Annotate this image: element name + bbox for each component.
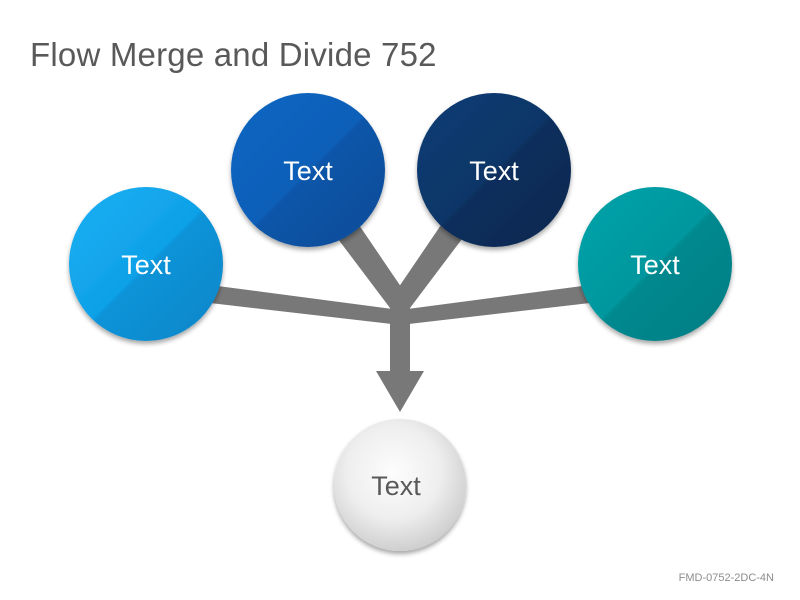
footer-code: FMD-0752-2DC-4N (678, 572, 774, 584)
arm-right (400, 285, 590, 325)
arrow-head (376, 371, 424, 412)
page-title: Flow Merge and Divide 752 (30, 36, 437, 73)
node-2-label: Text (283, 156, 333, 186)
stem (390, 296, 410, 372)
node-4 (578, 187, 732, 341)
node-3-label: Text (469, 156, 519, 186)
arm-upper-right (390, 222, 465, 308)
target-node (334, 419, 466, 551)
connector (210, 222, 590, 412)
node-1 (69, 187, 223, 341)
arm-left (210, 285, 400, 325)
target-node-label: Text (371, 471, 421, 501)
node-3 (417, 93, 571, 247)
node-4-label: Text (630, 250, 680, 280)
node-2 (231, 93, 385, 247)
arm-upper-left (335, 222, 410, 308)
node-1-label: Text (121, 250, 171, 280)
